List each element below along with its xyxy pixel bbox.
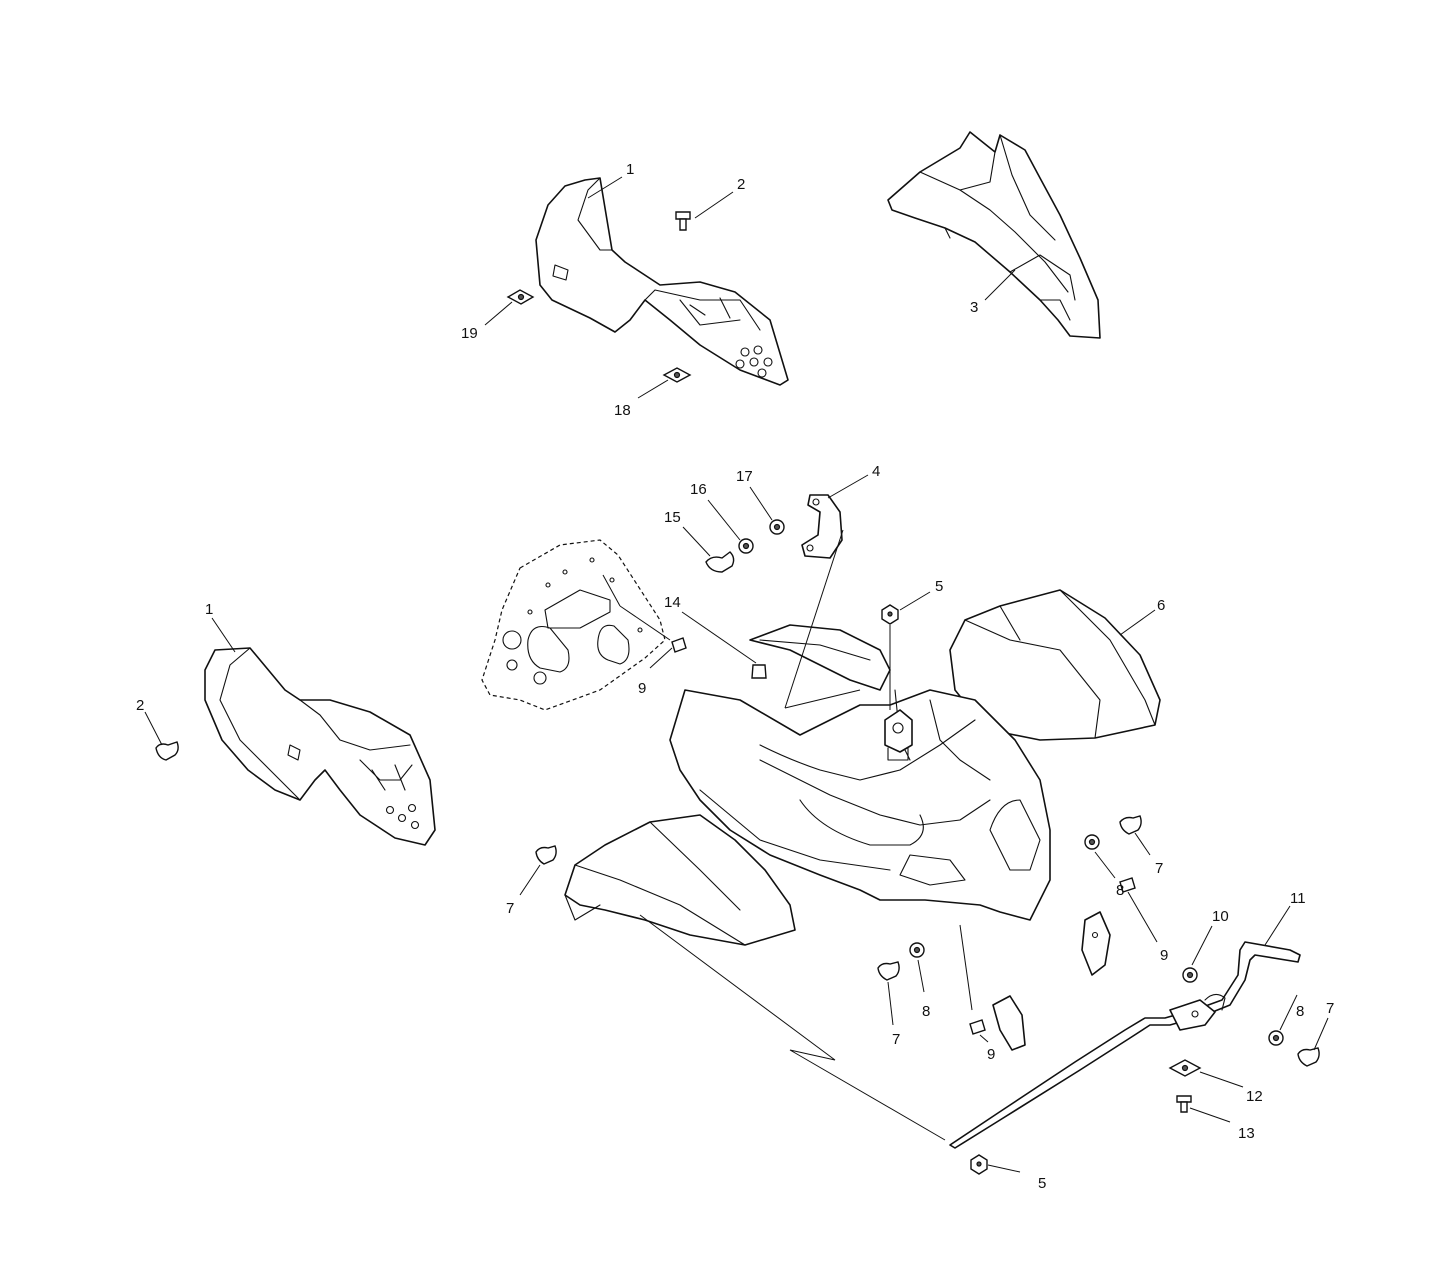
washer-10: [1182, 967, 1198, 983]
bracket-right: [1081, 911, 1111, 976]
screw-2-upper: [675, 211, 691, 231]
washer-8-right-upper: [1084, 834, 1100, 850]
callout-8-right-lower: 8: [1296, 1003, 1304, 1020]
callout-2-lower: 2: [136, 697, 144, 714]
clip-12: [1168, 1059, 1202, 1077]
callout-7-center: 7: [892, 1031, 900, 1048]
washer-17: [769, 519, 785, 535]
callout-3: 3: [970, 299, 978, 316]
clip-18: [662, 367, 692, 383]
callout-15: 15: [664, 509, 681, 526]
callout-9-center: 9: [987, 1046, 995, 1063]
callout-9-upper: 9: [638, 680, 646, 697]
bushing-9-upper: [671, 637, 687, 653]
bolt-7-right-upper: [1119, 815, 1142, 835]
callout-4: 4: [872, 463, 880, 480]
side-panel-upper: [535, 177, 789, 386]
callout-5-upper: 5: [935, 578, 943, 595]
front-cab: [564, 589, 1161, 946]
bolt-15: [705, 551, 735, 573]
callout-12: 12: [1246, 1088, 1263, 1105]
callout-8-center: 8: [922, 1003, 930, 1020]
callout-7-right-lower: 7: [1326, 1000, 1334, 1017]
nut-5-upper: [881, 604, 899, 625]
callout-13: 13: [1238, 1125, 1255, 1142]
callout-8-right-upper: 8: [1116, 882, 1124, 899]
bolt-7-right-lower: [1297, 1047, 1320, 1067]
clip-19: [506, 289, 535, 305]
callout-9-right: 9: [1160, 947, 1168, 964]
callout-19: 19: [461, 325, 478, 342]
callout-10: 10: [1212, 908, 1229, 925]
callout-11: 11: [1290, 890, 1306, 907]
callout-7-left: 7: [506, 900, 514, 917]
bushing-9-center: [969, 1019, 986, 1035]
side-panel-lower: [204, 647, 436, 846]
headlight-pod-cover: [887, 131, 1101, 339]
bracket-4: [801, 494, 843, 559]
bolt-7-left: [535, 845, 557, 865]
grommet-14: [751, 664, 767, 679]
washer-8-right-lower: [1268, 1030, 1284, 1046]
callout-2-upper: 2: [737, 176, 745, 193]
callout-labels: 1 2 3 19 18 17 4 16 15 14 9 5 6 1 2 7 7 …: [136, 161, 1334, 1192]
callout-leaders: [144, 176, 1329, 1173]
screw-2-lower: [155, 741, 179, 761]
callout-1-upper: 1: [626, 161, 634, 178]
support-rod-11: [949, 941, 1301, 1149]
callout-1-lower: 1: [205, 601, 213, 618]
callout-14: 14: [664, 594, 681, 611]
assembly-lines: [602, 529, 973, 1141]
callout-17: 17: [736, 468, 753, 485]
washer-16: [738, 538, 754, 554]
dashed-mount-panel: [481, 539, 666, 711]
bracket-center: [992, 995, 1026, 1051]
callout-6: 6: [1157, 597, 1165, 614]
callout-5-lower: 5: [1038, 1175, 1046, 1192]
callout-16: 16: [690, 481, 707, 498]
callout-7-right-upper: 7: [1155, 860, 1163, 877]
nut-5-lower: [970, 1154, 988, 1175]
screw-13: [1176, 1095, 1192, 1113]
bushing-9-right: [1119, 877, 1136, 893]
washer-8-center: [909, 942, 925, 958]
bolt-7-center: [877, 961, 900, 981]
callout-18: 18: [614, 402, 631, 419]
